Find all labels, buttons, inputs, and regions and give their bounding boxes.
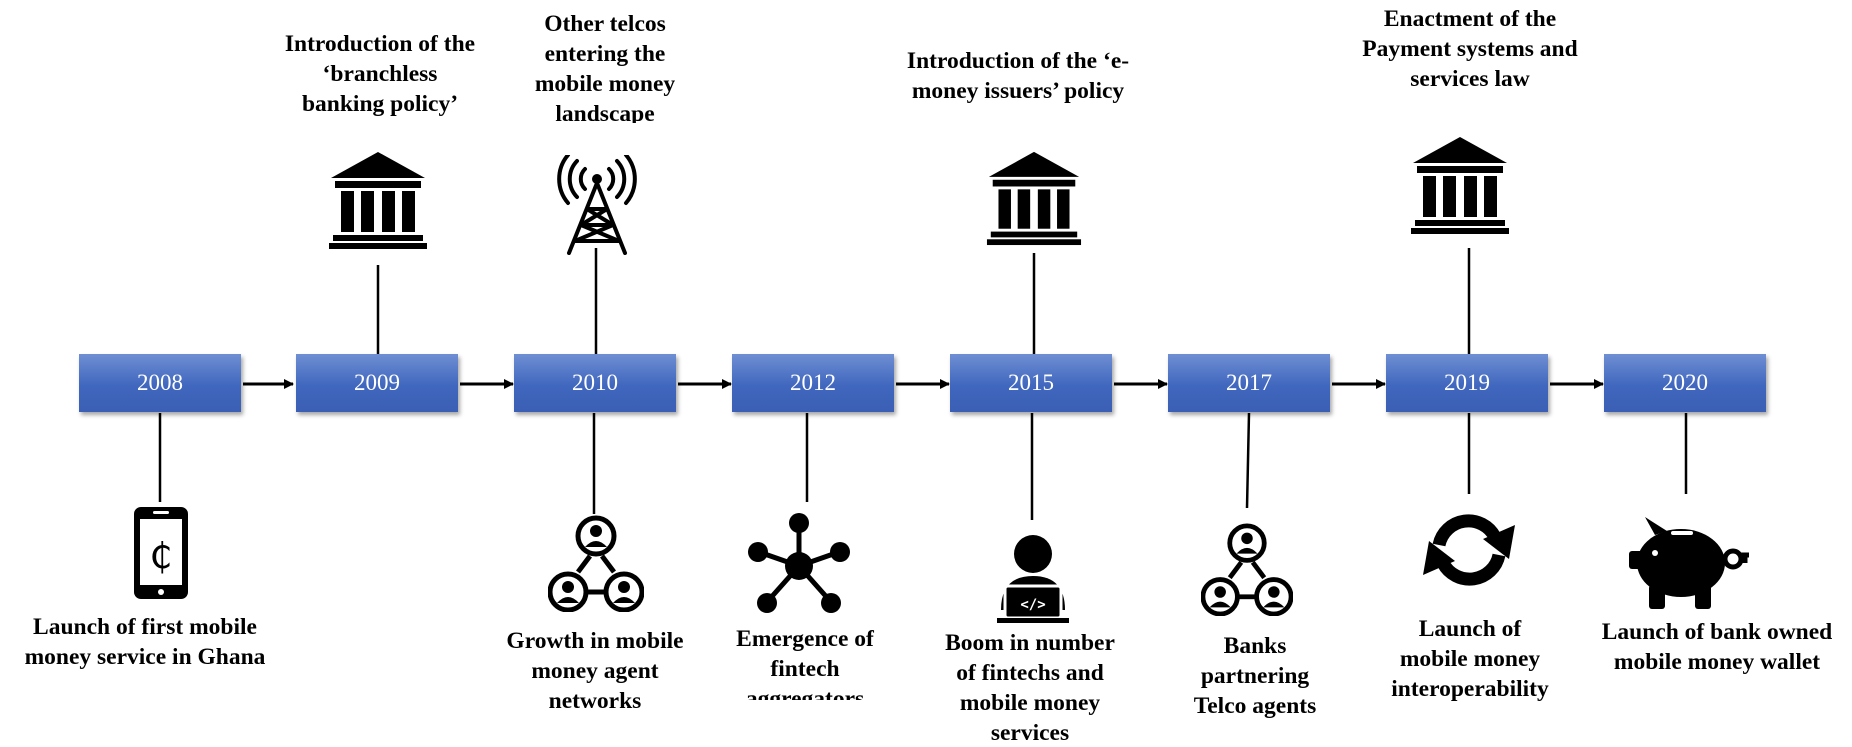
event-2019-bottom-label: Launch of mobile money interoperability (1391, 616, 1549, 702)
event-2015-bottom-label: Boom in number of fintechs and mobile mo… (945, 630, 1115, 746)
event-2015-top-label: Introduction of the ‘e- money issuers’ p… (906, 48, 1130, 104)
agent-network-icon (548, 515, 644, 612)
year-box-2008: 2008 (79, 354, 241, 412)
agent-network-icon (1201, 523, 1293, 616)
event-2008-label: Launch of first mobile money service in … (24, 614, 266, 670)
event-2012-label: Emergence of fintech aggregators (736, 626, 874, 700)
event-2010-top-label: Other telcos entering the mobile money l… (534, 11, 676, 123)
event-2009-label: Introduction of the ‘branchless banking … (284, 31, 476, 117)
event-2010-bottom-label: Growth in mobile money agent networks (506, 628, 684, 714)
bank-building-icon (986, 151, 1082, 246)
event-2020-label: Launch of bank owned mobile money wallet (1601, 619, 1833, 675)
svg-text:</>: </> (1020, 597, 1045, 613)
event-2017-label: Banks partnering Telco agents (1193, 633, 1317, 719)
event-2019-top-label: Enactment of the Payment systems and ser… (1362, 6, 1578, 92)
stem-2017 (1245, 412, 1251, 509)
mobile-cedi-icon: ₵ (134, 507, 188, 599)
sync-arrows-icon (1423, 514, 1515, 586)
bank-building-icon (329, 152, 427, 249)
developer-laptop-icon: </> (997, 535, 1069, 623)
year-box-2009: 2009 (296, 354, 458, 412)
year-box-2020: 2020 (1604, 354, 1766, 412)
year-box-2015: 2015 (950, 354, 1112, 412)
cell-tower-icon (557, 155, 637, 255)
year-box-2010: 2010 (514, 354, 676, 412)
piggy-bank-icon (1629, 517, 1749, 609)
year-box-2012: 2012 (732, 354, 894, 412)
bank-building-icon (1411, 137, 1509, 234)
svg-text:₵: ₵ (150, 536, 173, 577)
year-box-2017: 2017 (1168, 354, 1330, 412)
year-box-2019: 2019 (1386, 354, 1548, 412)
network-hub-icon (748, 513, 850, 613)
